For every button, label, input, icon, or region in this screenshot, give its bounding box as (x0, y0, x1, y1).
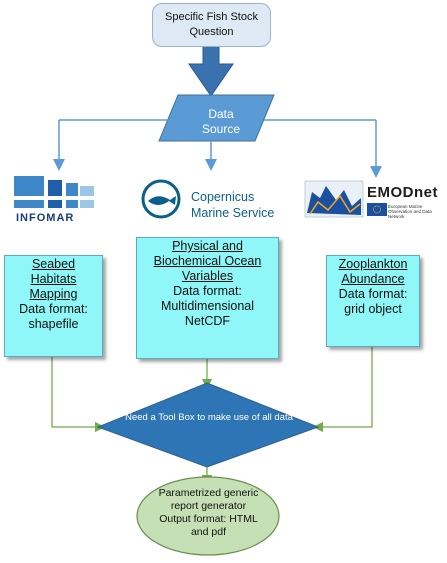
source-line-2: Source (201, 122, 241, 136)
source-branches (53, 119, 382, 178)
start-question-box: Specific Fish Stock Question (152, 3, 271, 47)
output-line-2: report generator (170, 500, 247, 512)
emodnet-logo-title: EMODnet (367, 184, 438, 201)
box1-title-2: Habitats (30, 272, 77, 286)
merge-lines (51, 345, 373, 486)
copernicus-logo-line-1: Copernicus (191, 190, 255, 204)
box3-format-1: Data format: (338, 287, 408, 301)
data-source-label: Data Source (178, 103, 264, 141)
output-ellipse (136, 476, 280, 556)
box2-title-1: Physical and (172, 239, 243, 253)
box3-format-2: grid object (344, 302, 402, 316)
box2-format-2: Multidimensional (160, 299, 255, 313)
output-text: Parametrized generic report generator Ou… (146, 487, 271, 539)
zooplankton-box: Zooplankton Abundance Data format: grid … (326, 255, 420, 347)
infomar-logo-graphic (14, 176, 94, 208)
emodnet-logo-graphic (304, 180, 387, 218)
box3-title-1: Zooplankton (338, 257, 408, 271)
box2-format-3: NetCDF (184, 314, 231, 328)
box1-title-3: Mapping (29, 287, 78, 301)
box2-title-2: Biochemical Ocean (153, 254, 262, 268)
main-down-arrow (188, 45, 234, 97)
output-line-4: and pdf (190, 526, 227, 538)
copernicus-logo-line-2: Marine Service (191, 206, 275, 220)
start-line-1: Specific Fish Stock (165, 11, 258, 23)
box2-title-3: Variables (181, 269, 234, 283)
start-line-2: Question (189, 26, 234, 38)
source-line-1: Data (208, 107, 234, 121)
box1-format-1: Data format: (19, 302, 88, 316)
box1-format-2: shapefile (28, 317, 79, 331)
toolbox-decision (96, 382, 320, 468)
box3-title-2: Abundance (341, 272, 405, 286)
output-line-3: Output format: HTML (159, 513, 258, 525)
emodnet-logo-subtitle: European Marine Observation and Data Net… (388, 204, 432, 219)
ocean-variables-box: Physical and Biochemical Ocean Variables… (136, 237, 279, 359)
toolbox-text: Need a Tool Box to make use of all data (125, 412, 293, 423)
data-source-shape (158, 94, 275, 142)
seabed-habitats-box: Seabed Habitats Mapping Data format: sha… (4, 255, 103, 357)
output-line-1: Parametrized generic (158, 487, 259, 499)
infomar-logo-text: INFOMAR (16, 212, 75, 224)
copernicus-logo-graphic (141, 179, 181, 219)
box2-format-1: Data format: (173, 284, 242, 298)
box1-title-1: Seabed (31, 257, 76, 271)
